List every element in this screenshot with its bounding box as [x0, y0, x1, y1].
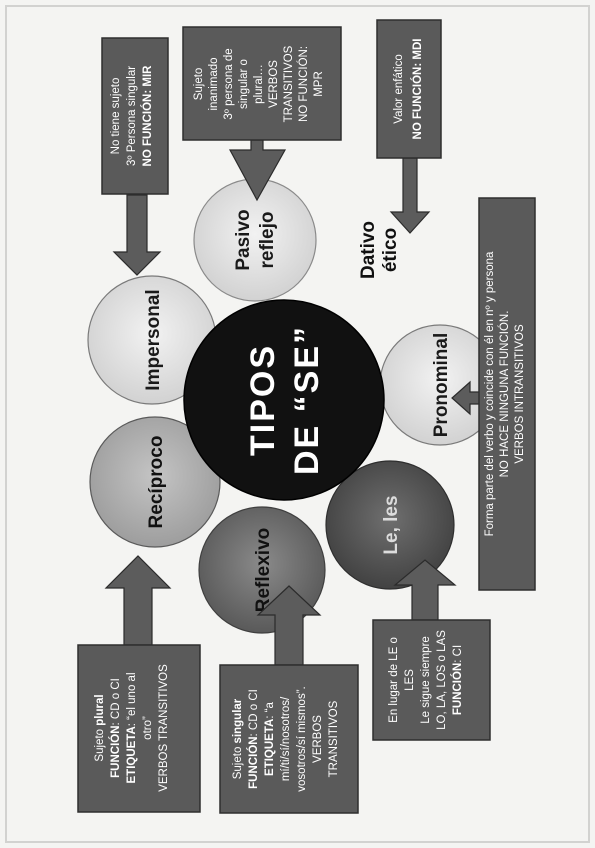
label-pasivo-reflejo: Pasivo reflejo — [233, 209, 278, 270]
page-border — [5, 5, 590, 843]
label-le-les: Le, les — [381, 495, 402, 554]
box-reflexivo — [219, 664, 359, 814]
box-reciproco-line2: FUNCIÓN: CD o CI — [109, 678, 122, 778]
box-reflexivo-line5: vosotros/sí mismos”. — [296, 686, 308, 791]
box-reciproco — [77, 644, 201, 813]
center-circle — [183, 299, 385, 501]
label-pasivo-line2: reflejo — [257, 211, 278, 268]
box-le-les — [372, 619, 491, 741]
box-impersonal-line2: 3º Persona singular — [126, 66, 138, 166]
box-reciproco-line4: otro” — [142, 716, 154, 740]
label-dativo-line1: Dativo — [358, 221, 379, 279]
box-pasivo-line7: TRANSITIVOS — [283, 45, 295, 122]
box-pasivo-line8: NO FUNCIÓN: — [297, 46, 310, 122]
box-pronominal — [478, 197, 536, 591]
box-impersonal — [101, 37, 169, 195]
box-pasivo-reflejo — [182, 26, 342, 141]
box-pasivo-line6: VERBOS — [268, 60, 280, 108]
center-title-line1: TIPOS — [244, 344, 282, 456]
box-le-les-line5: FUNCIÓN: CI — [451, 645, 464, 715]
label-reciproco: Recíproco — [146, 436, 167, 529]
box-le-les-line4: LO, LA, LOS o LAS — [436, 630, 448, 730]
box-reflexivo-line4: mí/ti/sí/nosotros/ — [280, 696, 292, 781]
arrow-pasivo-reflejo — [228, 139, 287, 202]
box-dativo-line1: Valor enfático — [393, 54, 405, 123]
box-reflexivo-line1: Sujeto singular — [232, 698, 244, 779]
center-title-line2: DE “SE” — [288, 325, 326, 475]
box-reciproco-line5: VERBOS TRANSITIVOS — [158, 664, 170, 792]
arrow-le-les — [393, 559, 457, 621]
arrow-dativo — [389, 157, 431, 234]
box-pasivo-line1: Sujeto — [193, 68, 205, 101]
circle-reciproco — [89, 416, 221, 548]
box-reciproco-line1: Sujeto plural — [94, 694, 106, 761]
box-pasivo-line2: inanimado — [208, 57, 220, 110]
arrow-impersonal — [112, 194, 162, 276]
box-dativo-line2: NO FUNCIÓN: MDI — [411, 39, 424, 140]
box-pronominal-line2: NO HACE NINGUNA FUNCIÓN. — [498, 311, 511, 478]
box-le-les-line2: LES — [404, 669, 416, 691]
box-pasivo-line4: singular o — [238, 59, 250, 109]
box-impersonal-line1: No tiene sujeto — [110, 78, 122, 155]
box-le-les-line3: Le sigue siempre — [420, 636, 432, 724]
box-pasivo-line5: plural… — [253, 64, 265, 104]
label-dativo-line2: ético — [380, 228, 401, 272]
box-reflexivo-line6: VERBOS — [312, 715, 324, 763]
box-reflexivo-line3: ETIQUETA: “a — [264, 701, 276, 776]
label-dativo-etico: Dativo ético — [358, 221, 401, 279]
box-pasivo-line3: 3º persona de — [223, 48, 235, 119]
box-pronominal-line1: Forma parte del verbo y coincide con él … — [484, 251, 496, 536]
box-pasivo-line9: MPR — [313, 71, 325, 97]
label-reflexivo: Reflexivo — [253, 528, 274, 612]
box-reciproco-line3: ETIQUETA: “el uno al — [126, 673, 138, 784]
box-dativo — [376, 19, 442, 159]
arrow-reflexivo — [256, 585, 322, 666]
circle-le-les — [325, 460, 455, 590]
arrow-reciproco — [104, 555, 172, 646]
box-reflexivo-line7: TRANSITIVOS — [328, 700, 340, 777]
label-impersonal: Impersonal — [143, 289, 164, 390]
label-pronominal: Pronominal — [431, 333, 452, 438]
box-pronominal-line3: VERBOS INTRANSITIVOS — [514, 324, 526, 464]
box-le-les-line1: En lugar de LE o — [388, 637, 400, 723]
label-pasivo-line1: Pasivo — [233, 209, 254, 270]
box-impersonal-line3: NO FUNCIÓN: MIR — [141, 65, 154, 167]
box-reflexivo-line2: FUNCIÓN: CD o CI — [247, 689, 260, 789]
